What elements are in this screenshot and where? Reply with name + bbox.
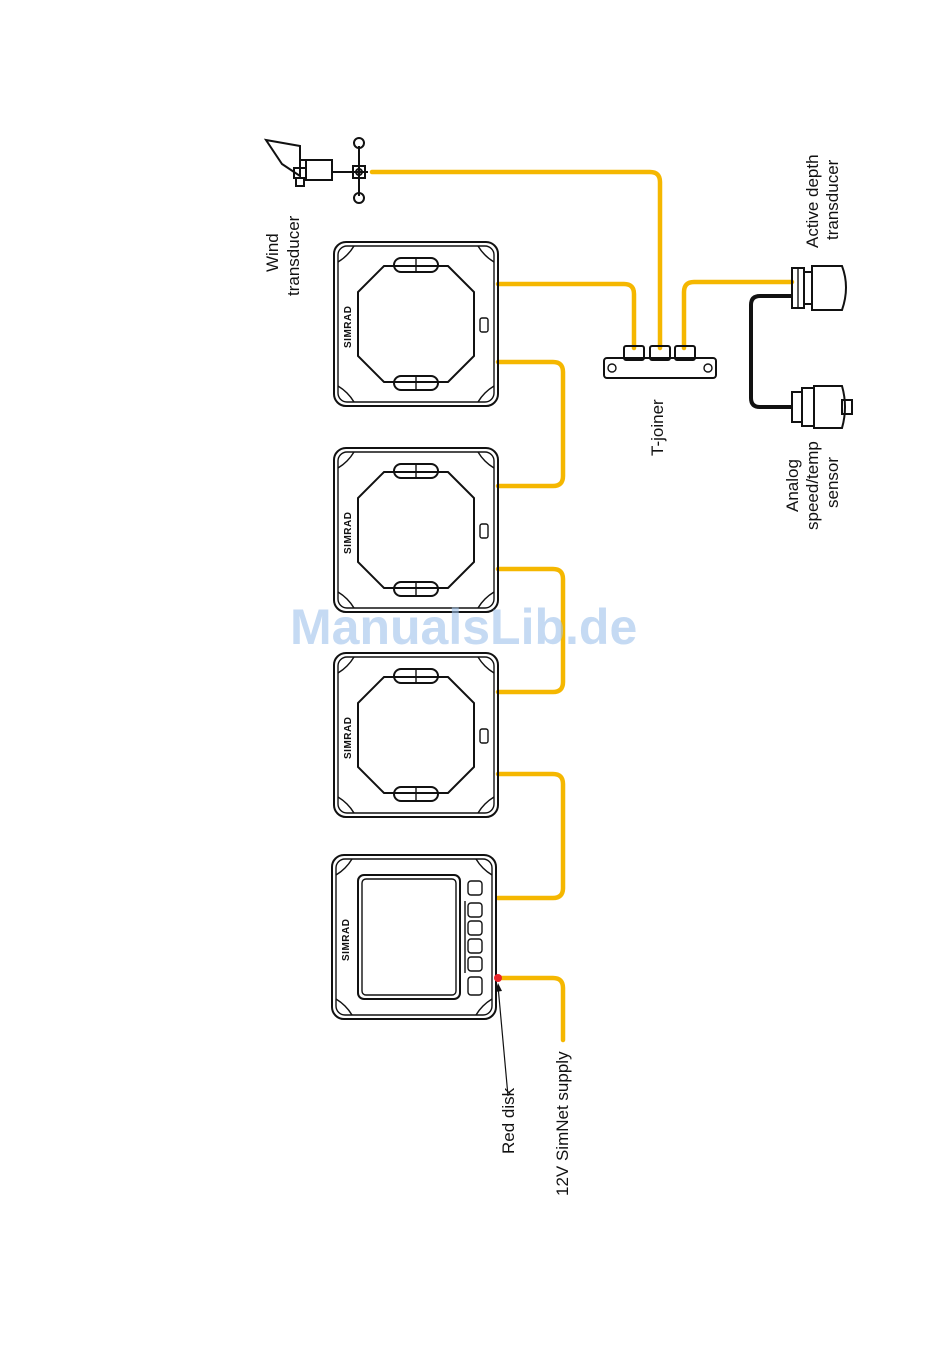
analog-label-line2: speed/temp bbox=[803, 441, 822, 530]
watermark: ManualsLib.de bbox=[290, 599, 637, 655]
display-2-brand: SIMRAD bbox=[343, 512, 354, 554]
depth-label: Active depth bbox=[803, 154, 822, 248]
instrument-display-3: SIMRAD bbox=[334, 653, 498, 817]
display-1-brand: SIMRAD bbox=[343, 306, 354, 348]
analog-speed-temp-sensor bbox=[792, 386, 852, 428]
cable-analog-to-depth bbox=[751, 296, 792, 407]
key-menu bbox=[468, 977, 482, 995]
instrument-display-2: SIMRAD bbox=[334, 448, 498, 612]
red-disk bbox=[494, 974, 502, 982]
key-up bbox=[468, 939, 482, 953]
key-power bbox=[468, 881, 482, 895]
controller-brand: SIMRAD bbox=[341, 919, 352, 961]
t-joiner bbox=[604, 346, 716, 378]
depth-label-line2: transducer bbox=[823, 159, 842, 240]
controller-display: SIMRAD bbox=[332, 855, 496, 1019]
supply-label: 12V SimNet supply bbox=[553, 1051, 572, 1196]
cable-display1-to-display2 bbox=[498, 362, 563, 486]
active-depth-transducer bbox=[792, 266, 846, 310]
wind-label-line2: transducer bbox=[284, 215, 303, 296]
tjoiner-label: T-joiner bbox=[648, 399, 667, 456]
cable-display1-to-tjoiner bbox=[498, 284, 634, 348]
wind-transducer bbox=[266, 138, 368, 203]
key-right bbox=[468, 903, 482, 917]
analog-label-line3: sensor bbox=[823, 457, 842, 508]
key-down bbox=[468, 921, 482, 935]
instrument-display-1: SIMRAD bbox=[334, 242, 498, 406]
cable-depth-to-tjoiner bbox=[684, 282, 792, 348]
wind-label: Wind bbox=[263, 233, 282, 272]
cable-12v-supply bbox=[498, 978, 563, 1040]
analog-label: Analog bbox=[783, 459, 802, 512]
key-left bbox=[468, 957, 482, 971]
cable-wind-to-tjoiner bbox=[372, 172, 660, 348]
red-disk-pointer bbox=[498, 986, 508, 1096]
display-3-brand: SIMRAD bbox=[343, 717, 354, 759]
red-disk-label: Red disk bbox=[499, 1087, 518, 1154]
cable-display3-to-controller bbox=[498, 774, 563, 898]
